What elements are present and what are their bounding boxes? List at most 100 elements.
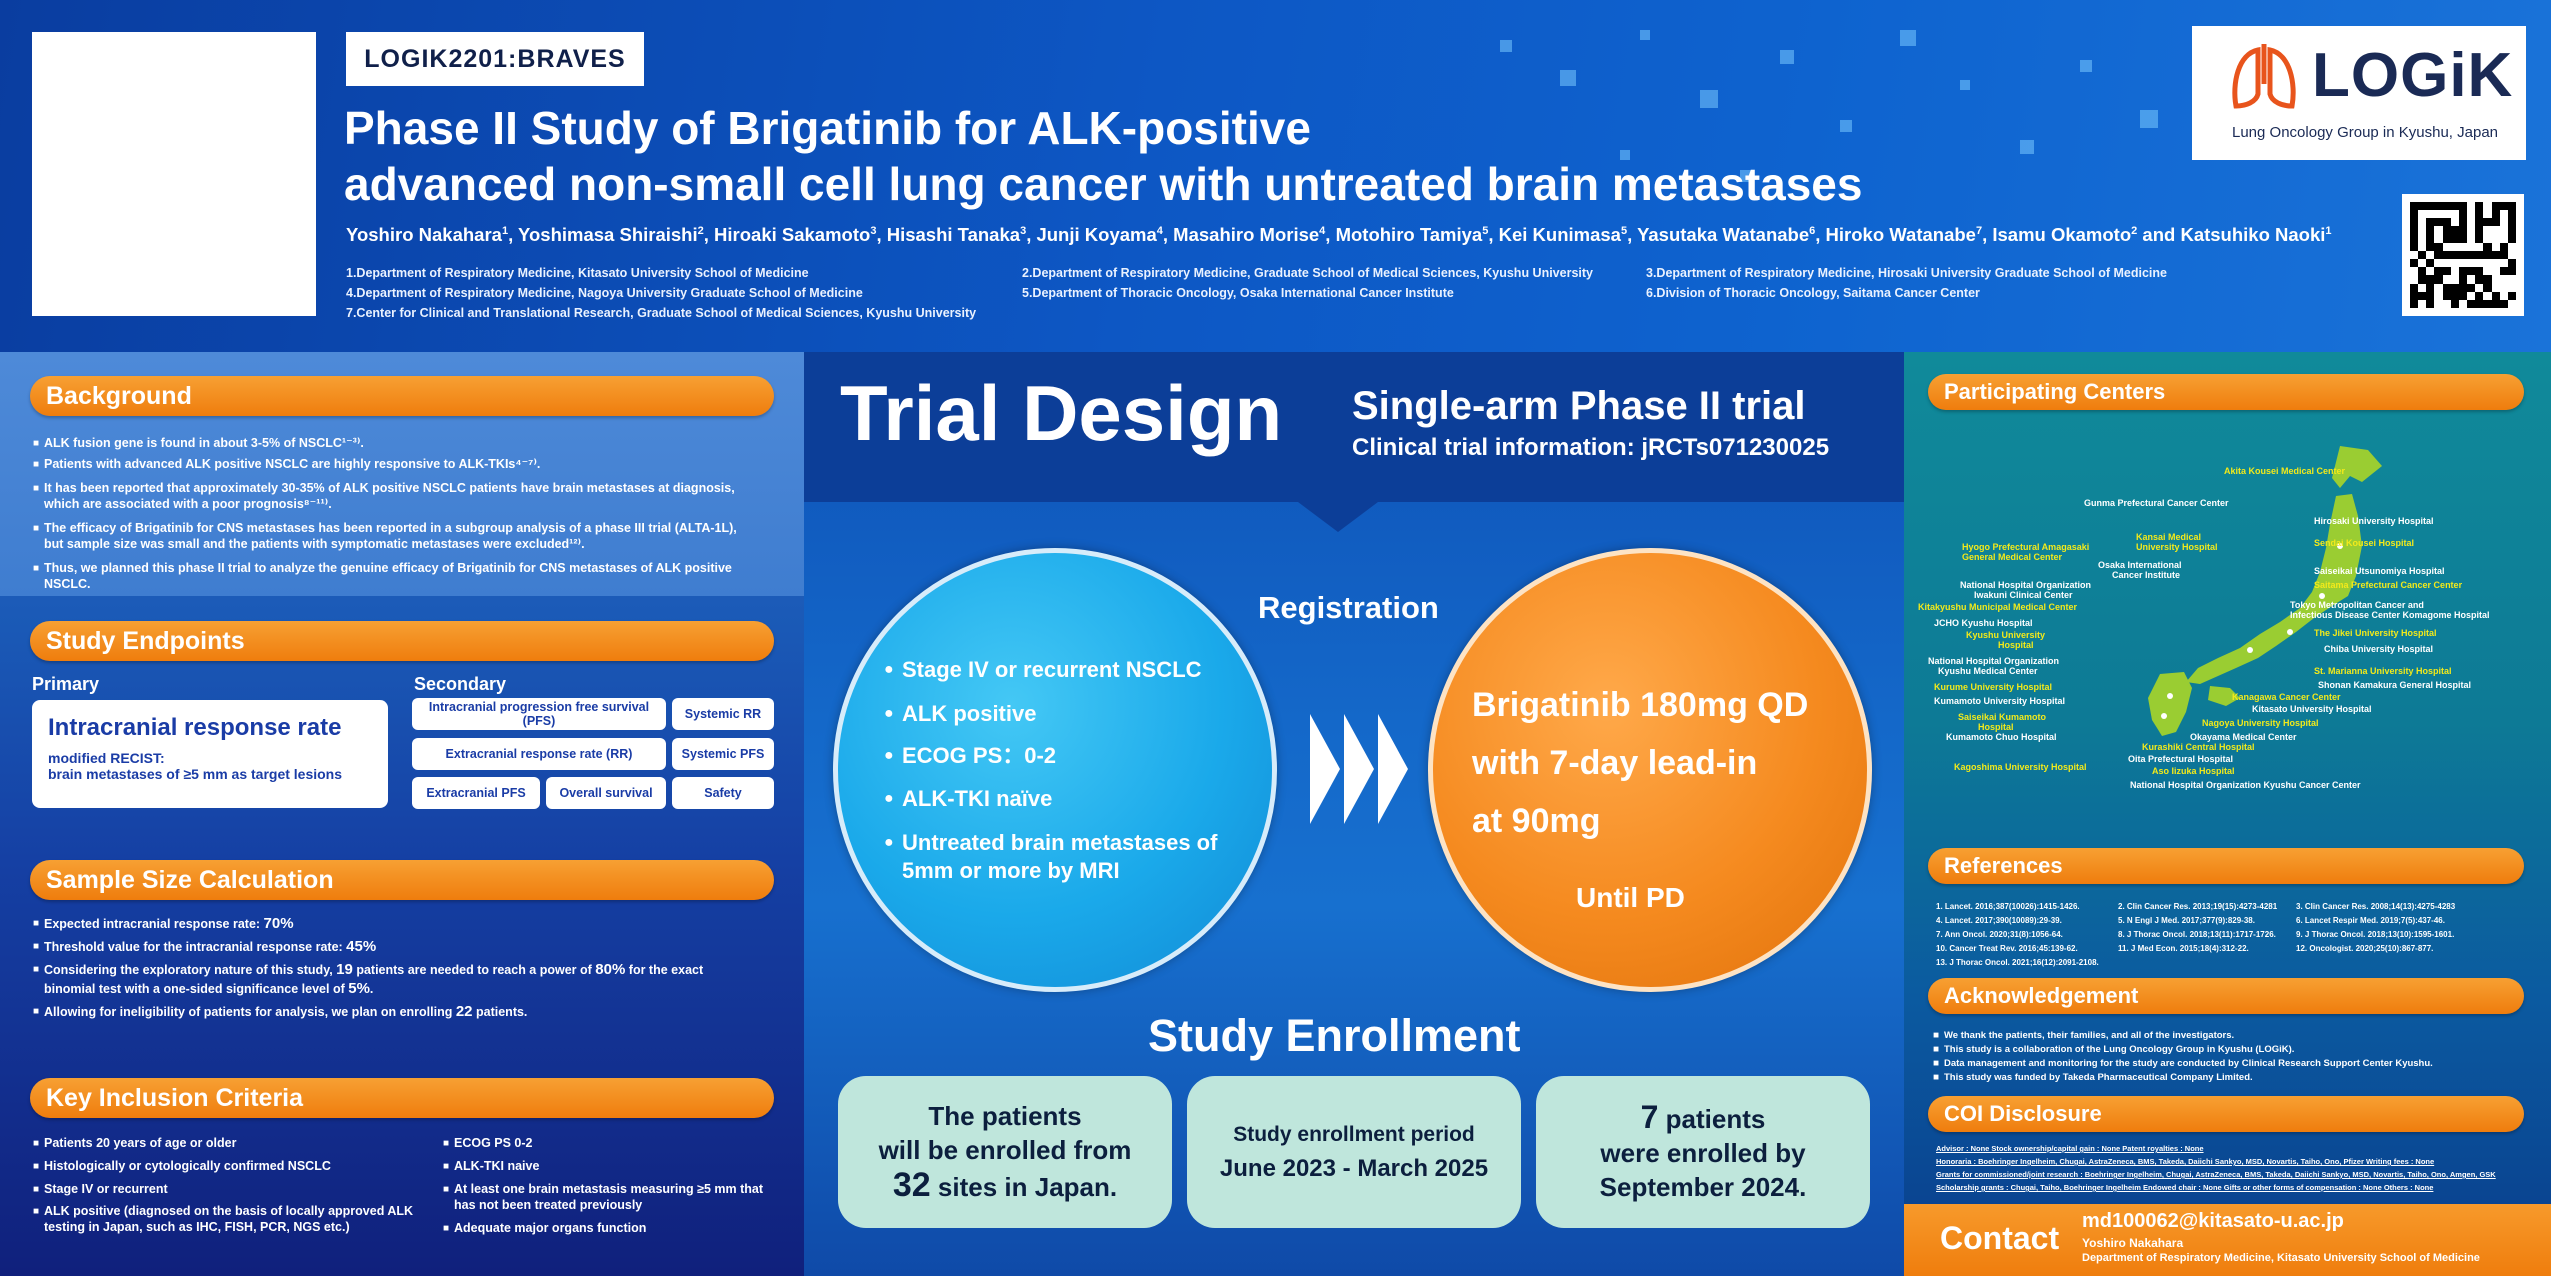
coi-line: Scholarship grants : Chugai, Taiho, Boeh… [1936,1183,2434,1192]
author-sup: 7 [1975,224,1983,237]
center-name: Tokyo Metropolitan Cancer and [2290,600,2424,610]
center-name: Nagoya University Hospital [2202,718,2319,728]
background-item: Patients with advanced ALK positive NSCL… [33,457,540,472]
secondary-endpoint: Overall survival [546,777,666,809]
center-name: National Hospital Organization Kyushu Ca… [2130,780,2361,790]
center-name: Hirosaki University Hospital [2314,516,2434,526]
primary-label: Primary [32,674,100,694]
until-pd: Until PD [1576,882,1685,913]
center-name: Hospital [1978,722,2014,732]
banner-notch [1298,502,1378,532]
center-name: Saiseikai Kumamoto [1958,712,2047,722]
ack-item: We thank the patients, their families, a… [1933,1030,2234,1041]
affiliation: 5.Department of Thoracic Oncology, Osaka… [1022,286,1454,300]
logo-text: LOGiK [2312,41,2514,110]
center-name: Cancer Institute [2112,570,2181,580]
inclusion-item: testing in Japan, such as IHC, FISH, PCR… [44,1220,350,1234]
reference-item: 11. J Med Econ. 2015;18(4):312-22. [2118,944,2249,953]
endpoints-header: Study Endpoints [30,621,774,661]
author-sup: 3 [1020,224,1027,237]
arrow-chevron-icon [1310,714,1340,824]
inclusion-item: At least one brain metastasis measuring … [443,1182,763,1197]
author-sup: 4 [1156,224,1163,237]
center-name: Saiseikai Utsunomiya Hospital [2314,566,2445,576]
contact-dept: Department of Respiratory Medicine, Kita… [2082,1252,2480,1264]
title-line-1: Phase II Study of Brigatinib for ALK-pos… [344,102,1311,154]
center-name: Kansai Medical [2136,532,2202,542]
enroll-line: were enrolled by [1600,1138,1806,1168]
treatment-text: Brigatinib 180mg QD with 7-day lead-in a… [1472,676,1808,850]
treatment-line: Brigatinib 180mg QD [1472,686,1809,724]
logik-logo: LOGiK Lung Oncology Group in Kyushu, Jap… [2192,26,2526,160]
center-name: Kagoshima University Hospital [1954,762,2087,772]
primary-endpoint-sub: modified RECIST: [48,750,165,766]
enroll-line: 7 patients [1640,1099,1766,1135]
contact-email[interactable]: md100062@kitasato-u.ac.jp [2082,1210,2344,1232]
center-name: Kumamoto Chuo Hospital [1946,732,2057,742]
secondary-endpoint: Extracranial PFS [412,777,540,809]
author-list: Yoshiro Nakahara1, Yoshimasa Shiraishi2,… [346,224,2332,245]
author-sup: 6 [1809,224,1816,237]
ack-item: This study was funded by Takeda Pharmace… [1933,1072,2253,1083]
primary-endpoint-title: Intracranial response rate [48,714,342,741]
enroll-line: will be enrolled from [878,1135,1132,1165]
author-sup: 2 [697,224,704,237]
reference-item: 10. Cancer Treat Rev. 2016;45:139-62. [1936,944,2078,953]
enrollment-count-box: 7 patients were enrolled by September 20… [1536,1076,1870,1228]
center-name: St. Marianna University Hospital [2314,666,2452,676]
secondary-endpoint: Systemic RR [672,698,774,730]
author-name: Yasutaka Watanabe [1637,224,1810,245]
background-header: Background [30,376,774,416]
enroll-line: Study enrollment period [1233,1123,1475,1146]
affiliation: 7.Center for Clinical and Translational … [346,306,977,320]
center-name: Oita Prefectural Hospital [2128,754,2234,764]
treatment-line: with 7-day lead-in [1472,744,1758,782]
author-sup: 1 [2325,224,2332,237]
background-item: It has been reported that approximately … [33,481,735,496]
author-sup: 5 [1620,224,1628,237]
author-name: Yoshiro Nakahara [346,224,502,245]
registration-label: Registration [1258,590,1439,625]
secondary-endpoint: Intracranial progression free survival (… [412,698,666,730]
center-name: Hospital [1998,640,2034,650]
criterion: ECOG PS：0-2 [884,742,1056,770]
primary-endpoint-sub: brain metastases of ≥5 mm as target lesi… [48,766,343,782]
center-name: University Hospital [2136,542,2218,552]
affiliation: 3.Department of Respiratory Medicine, Hi… [1646,266,2167,280]
reference-item: 9. J Thorac Oncol. 2018;13(10):1595-1601… [2296,930,2455,939]
author-name: Hisashi Tanaka [886,224,1021,245]
secondary-endpoint: Systemic PFS [672,738,774,770]
background-item: but sample size was small and the patien… [44,537,585,551]
inclusion-item: ECOG PS 0-2 [443,1136,532,1151]
secondary-endpoint: Extracranial response rate (RR) [412,738,666,770]
inclusion-item: Patients 20 years of age or older [33,1136,236,1151]
center-name: Kitakyushu Municipal Medical Center [1918,602,2078,612]
enroll-line: 32 sites in Japan. [892,1166,1118,1204]
center-name: Kurume University Hospital [1934,682,2053,692]
coi-header: COI Disclosure [1928,1096,2524,1132]
enrollment-title: Study Enrollment [1148,1010,1521,1061]
center-name: Aso Iizuka Hospital [2152,766,2235,776]
reference-item: 4. Lancet. 2017;390(10089):29-39. [1936,916,2062,925]
reference-item: 12. Oncologist. 2020;25(10):867-877. [2296,944,2434,953]
qr-code[interactable] [2402,194,2524,316]
affiliation: 4.Department of Respiratory Medicine, Na… [346,286,863,300]
author-sup: 4 [1319,224,1326,237]
author-sup: 5 [1482,224,1489,237]
affiliation: 1.Department of Respiratory Medicine, Ki… [346,266,809,280]
center-name: National Hospital Organization [1928,656,2060,666]
references-header: References [1928,848,2524,884]
center-name: Hyogo Prefectural Amagasaki [1962,542,2090,552]
author-name: Masahiro Morise [1173,224,1320,245]
author-sup: 2 [2131,224,2138,237]
author-name: Hiroaki Sakamoto [714,224,871,245]
criterion: ALK-TKI naïve [884,785,1052,813]
reference-item: 3. Clin Cancer Res. 2008;14(13):4275-428… [2296,902,2456,911]
criterion: ALK positive [884,700,1037,728]
center-name: General Medical Center [1962,552,2063,562]
qr-code-icon [2410,202,2516,308]
author-sup: 1 [501,224,509,237]
arrow-chevron-icon [1344,714,1374,824]
background-item: which are associated with a poor prognos… [44,497,332,511]
inclusion-item: Adequate major organs function [443,1221,646,1236]
